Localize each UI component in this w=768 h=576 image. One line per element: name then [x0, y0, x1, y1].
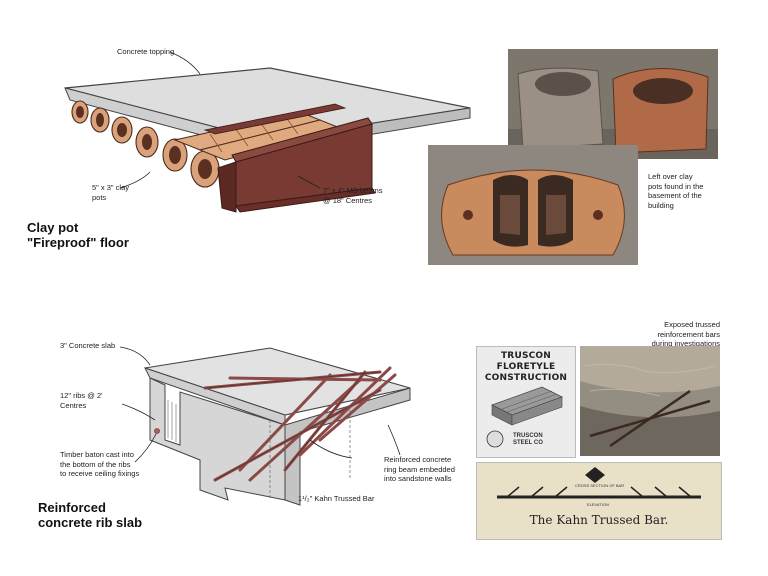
exposed-bars-photo [580, 346, 720, 456]
label-ms-beams: 7" x 4" MS beams @ 18" Centres [323, 186, 383, 205]
truscon-floretyle-card: TRUSCON FLORETYLE CONSTRUCTION TRUSCON S… [476, 346, 576, 458]
label-kahn-bar: 1¹/₂" Kahn Trussed Bar [298, 494, 375, 503]
truscon-maker: TRUSCON STEEL CO [513, 433, 543, 447]
label-concrete-slab: 3" Concrete slab [60, 341, 116, 350]
clay-caption-line2: pots found in the [648, 181, 704, 191]
exposed-caption-line1: Exposed trussed [664, 320, 720, 329]
kahn-title: The Kahn Trussed Bar. [529, 513, 669, 527]
truscon-maker-line1: TRUSCON [513, 433, 543, 439]
kahn-elevation-text: ELEVATION [587, 502, 609, 507]
kahn-trussed-bar-card: CROSS SECTION OF BAR ELEVATION The Kahn … [476, 462, 722, 540]
label-ring-line3: into sandstone walls [384, 474, 452, 483]
rib-slab-title-line2: concrete rib slab [38, 515, 143, 530]
label-clay-pots-line1: 5" x 3" clay [92, 183, 130, 192]
clay-caption-line4: building [648, 200, 674, 210]
truscon-maker-line2: STEEL CO [513, 440, 543, 446]
rib-slab-title-line1: Reinforced [38, 500, 106, 515]
label-ribs-line2: Centres [60, 400, 87, 410]
label-ribs: 12" ribs @ 2' Centres [60, 391, 103, 410]
label-ribs-line1: 12" ribs @ 2' [60, 391, 103, 400]
label-ring-line1: Reinforced concrete [384, 455, 452, 464]
exposed-caption-line3: during investigations [651, 339, 720, 348]
kahn-cross-section-text: CROSS SECTION OF BAR [575, 483, 625, 488]
exposed-caption-line2: reinforcement bars [657, 329, 720, 339]
clay-pot-photo-front [428, 145, 638, 265]
rib-slab-title: Reinforced concrete rib slab [38, 500, 142, 530]
label-ms-beams-line1: 7" x 4" MS beams [323, 186, 383, 195]
exposed-bars-caption: Exposed trussed reinforcement bars durin… [630, 320, 720, 349]
label-timber-baton: Timber baton cast into the bottom of the… [60, 450, 139, 479]
label-clay-pots: 5" x 3" clay pots [92, 183, 129, 202]
clay-caption-line3: basement of the [648, 191, 702, 200]
label-ring-beam: Reinforced concrete ring beam embedded i… [384, 455, 455, 484]
label-ring-line2: ring beam embedded [384, 464, 455, 474]
clay-pots-photo-back [508, 49, 718, 159]
truscon-heading: TRUSCON FLORETYLE CONSTRUCTION [481, 351, 571, 384]
label-concrete-topping: Concrete topping [117, 47, 175, 56]
label-timber-line1: Timber baton cast into [60, 450, 134, 459]
clay-pot-title-line2: "Fireproof" floor [27, 235, 129, 250]
clay-caption-line1: Left over clay [648, 172, 693, 181]
clay-pot-title: Clay pot "Fireproof" floor [27, 220, 129, 250]
label-clay-pots-line2: pots [92, 192, 107, 202]
clay-pot-title-line1: Clay pot [27, 220, 79, 235]
truscon-heading-line1: TRUSCON FLORETYLE [496, 351, 556, 372]
label-timber-line2: the bottom of the ribs [60, 459, 131, 469]
label-timber-line3: to receive ceiling fixings [60, 469, 140, 478]
label-ms-beams-line2: @ 18" Centres [323, 195, 373, 205]
truscon-heading-line2: CONSTRUCTION [484, 373, 568, 383]
clay-pots-photo-caption: Left over clay pots found in the basemen… [648, 172, 723, 210]
